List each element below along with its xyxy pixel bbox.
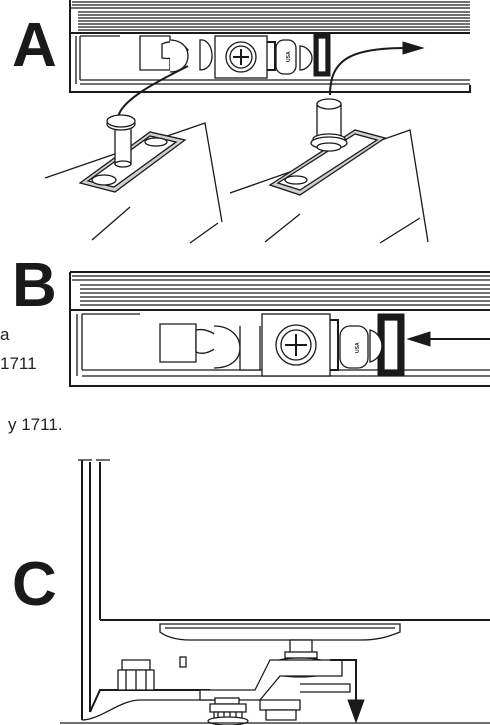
pivot-plate-right bbox=[268, 98, 387, 196]
latch-mechanism-a: USA bbox=[139, 33, 331, 79]
step-label-c: C bbox=[12, 550, 57, 619]
panel-a: A bbox=[12, 0, 490, 244]
side-text-line-3: y 1711. bbox=[8, 415, 63, 434]
pivot-assembly-c bbox=[117, 639, 351, 725]
step-label-b: B bbox=[12, 251, 57, 320]
arrow-down-left bbox=[117, 65, 189, 119]
latch-mechanism-b: USA bbox=[159, 313, 405, 377]
arrow-push-left bbox=[406, 331, 490, 347]
arrow-out-right bbox=[329, 41, 425, 96]
track-rail-a bbox=[69, 0, 490, 93]
step-label-a: A bbox=[12, 11, 57, 80]
door-bottom-rail bbox=[159, 623, 401, 641]
side-text-line-2: 1711 bbox=[0, 354, 37, 373]
pivot-plate-left bbox=[78, 114, 187, 193]
door-frame-section bbox=[78, 459, 490, 721]
panel-b: B a 1711 y 1711. bbox=[0, 251, 490, 434]
arrow-down-c bbox=[330, 659, 365, 724]
usa-imprint-a: USA bbox=[286, 51, 292, 62]
usa-imprint-b: USA bbox=[355, 342, 361, 353]
panel-c: C bbox=[12, 459, 490, 725]
side-text-line-1: a bbox=[0, 325, 10, 344]
